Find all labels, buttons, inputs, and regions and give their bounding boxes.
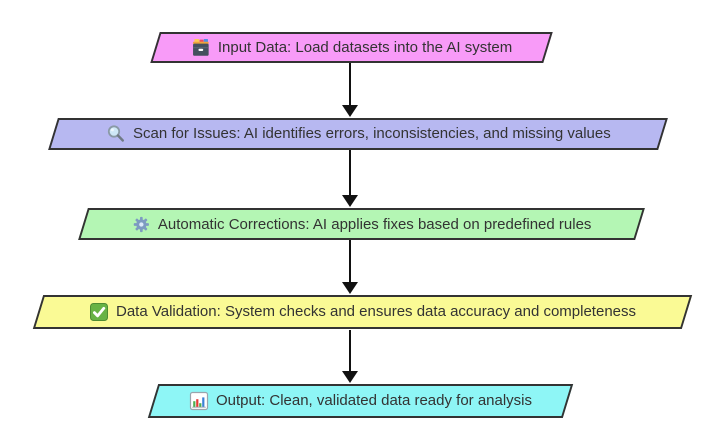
node-automatic-corrections: Automatic Corrections: AI applies fixes …	[78, 208, 645, 240]
node-label-input-data: Input Data: Load datasets into the AI sy…	[217, 38, 513, 56]
node-data-validation: Data Validation: System checks and ensur…	[32, 295, 693, 329]
arrow-shaft	[348, 150, 352, 196]
node-input-data: Input Data: Load datasets into the AI sy…	[150, 32, 553, 63]
arrow-shaft	[348, 63, 352, 106]
node-label-scan-for-issues: Scan for Issues: AI identifies errors, i…	[132, 125, 611, 142]
arrowhead-icon	[342, 282, 358, 294]
arrow-shaft	[348, 240, 352, 283]
check-icon	[89, 302, 109, 322]
node-label-output: Output: Clean, validated data ready for …	[215, 392, 533, 409]
arrowhead-icon	[342, 105, 358, 117]
bar-chart-icon	[189, 391, 209, 411]
node-output: Output: Clean, validated data ready for …	[147, 384, 574, 418]
node-label-data-validation: Data Validation: System checks and ensur…	[115, 303, 636, 320]
card-file-box-icon	[191, 38, 211, 58]
arrow-shaft	[348, 330, 352, 372]
node-scan-for-issues: Scan for Issues: AI identifies errors, i…	[48, 118, 668, 150]
arrowhead-icon	[342, 195, 358, 207]
arrowhead-icon	[342, 371, 358, 383]
gear-icon	[132, 215, 151, 234]
node-label-automatic-corrections: Automatic Corrections: AI applies fixes …	[157, 215, 592, 232]
magnifier-icon	[106, 124, 126, 144]
